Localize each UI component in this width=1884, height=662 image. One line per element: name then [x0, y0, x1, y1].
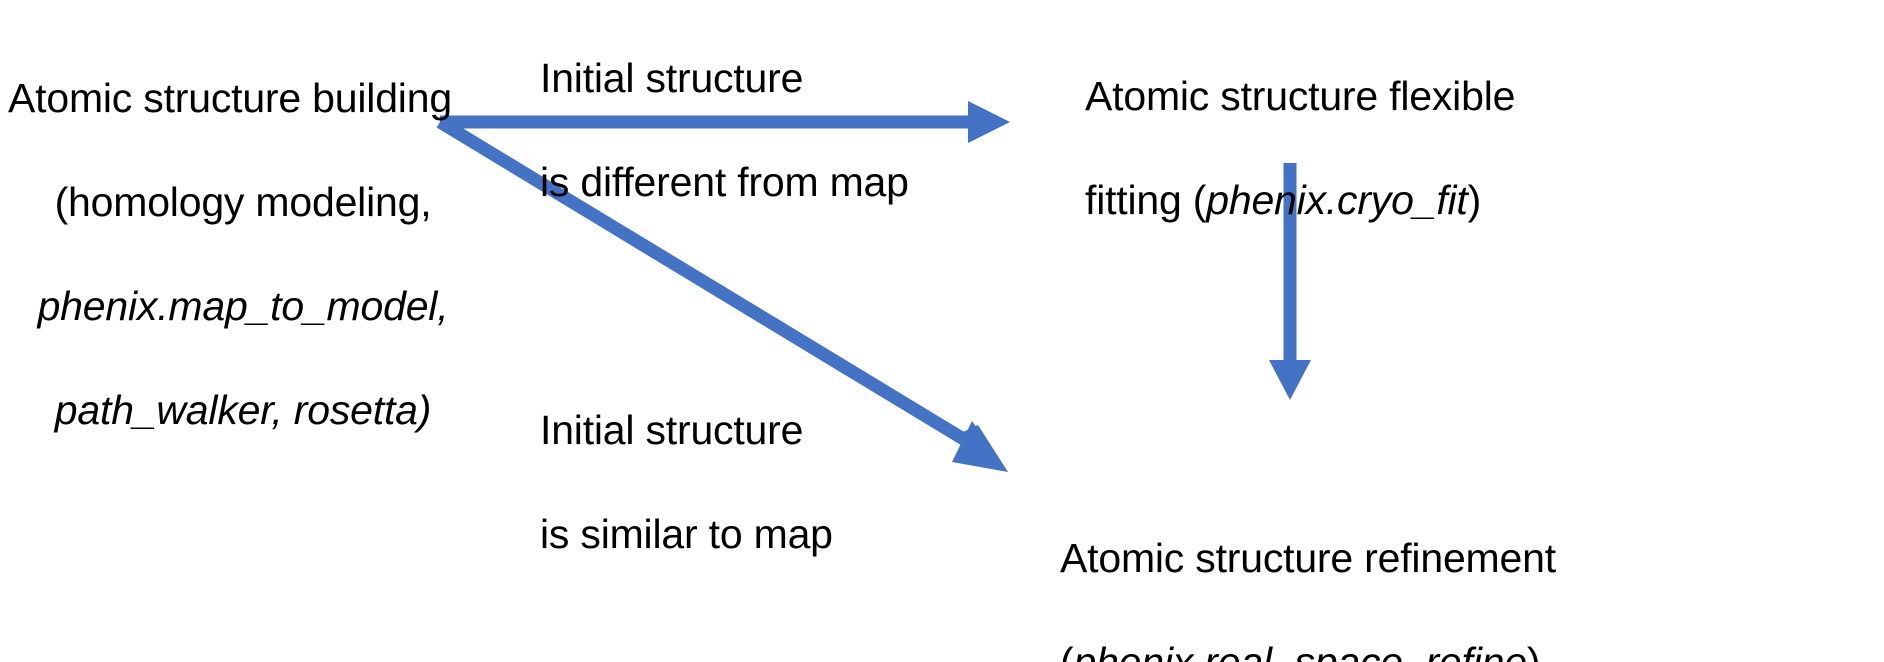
- node-building-line2: (homology modeling,: [54, 179, 432, 225]
- edge-label-different-line2: is different from map: [540, 159, 909, 205]
- node-atomic-structure-refinement: Atomic structure refinement (phenix.real…: [1060, 480, 1880, 662]
- node-fitting-paren-close: ): [1467, 177, 1482, 223]
- node-fitting-command: phenix.cryo_fit: [1206, 177, 1468, 223]
- arrow-building-to-refinement: [436, 116, 1008, 472]
- node-building-line3: phenix.map_to_model,: [37, 283, 449, 329]
- node-fitting-paren-open: fitting (: [1085, 177, 1207, 223]
- arrow-building-to-fitting: [440, 101, 1010, 143]
- node-refinement-paren-close: ): [1526, 639, 1541, 662]
- node-refinement-line1: Atomic structure refinement: [1060, 535, 1556, 581]
- edge-label-similar-line2: is similar to map: [540, 511, 833, 557]
- node-building-line1: Atomic structure building: [8, 75, 452, 121]
- node-atomic-structure-flexible-fitting: Atomic structure flexible fitting (pheni…: [1085, 18, 1565, 278]
- edge-label-similar-line1: Initial structure: [540, 407, 804, 453]
- edge-label-is-different-from-map: Initial structure is different from map: [540, 0, 940, 260]
- arrow-fitting-to-refinement: [1269, 163, 1311, 400]
- node-refinement-command: phenix.real_space_refine: [1073, 639, 1527, 662]
- node-building-line4-italic: path_walker, rosetta): [54, 387, 432, 433]
- node-building-line4: path_walker, rosetta): [8, 384, 478, 436]
- edge-label-is-similar-to-map: Initial structure is similar to map: [540, 352, 940, 612]
- node-atomic-structure-building: Atomic structure building (homology mode…: [8, 20, 478, 488]
- node-refinement-line2: (phenix.real_space_refine): [1060, 636, 1880, 662]
- node-fitting-line1: Atomic structure flexible: [1085, 73, 1516, 119]
- node-fitting-line2: fitting (phenix.cryo_fit): [1085, 174, 1565, 226]
- edge-label-different-line1: Initial structure: [540, 55, 804, 101]
- node-refinement-paren-open: (: [1060, 639, 1074, 662]
